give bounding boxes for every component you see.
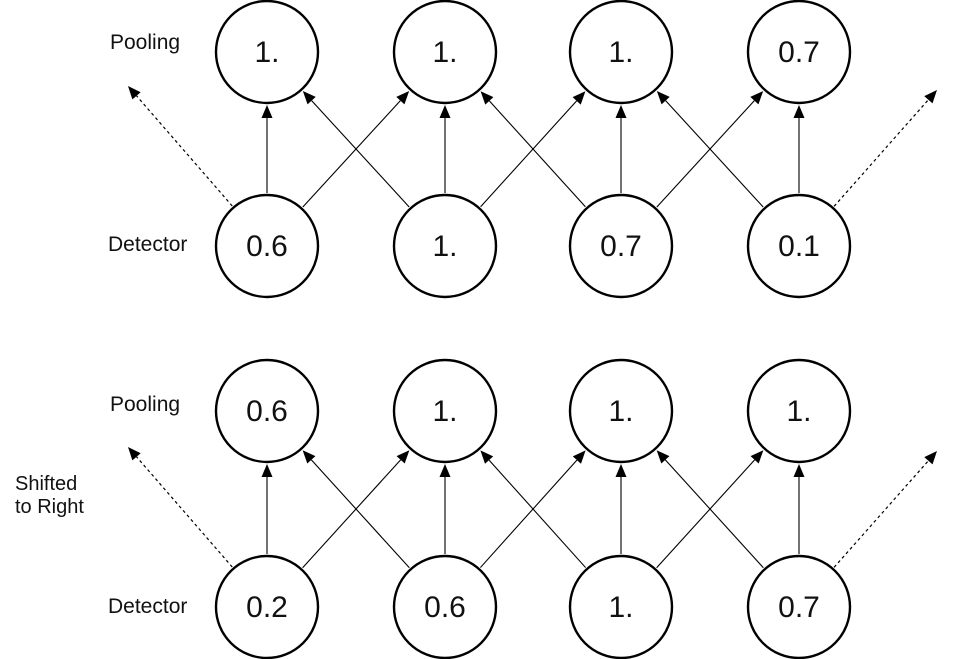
detector-node-circle bbox=[214, 554, 320, 659]
pooling-node-value: 1. bbox=[608, 395, 633, 428]
pooling-node-circle bbox=[392, 358, 498, 464]
pooling-node-value: 1. bbox=[432, 36, 457, 69]
detector-row-label-top: Detector bbox=[108, 233, 187, 256]
detector2-to-pooling2-arrow-head bbox=[615, 105, 627, 118]
detector1-to-pooling2-arrow-head bbox=[572, 450, 586, 464]
shifted-label-line1: Shifted bbox=[15, 473, 77, 495]
detector-node-circle bbox=[568, 193, 674, 299]
detector-node-value: 0.1 bbox=[778, 230, 820, 263]
pooling-node-value: 1. bbox=[786, 395, 811, 428]
detector2-to-pooling1-arrow-line bbox=[488, 459, 586, 568]
detector-node-circle bbox=[746, 554, 852, 659]
pooling-node: 1. bbox=[392, 358, 498, 464]
detector2-to-pooling3-arrow-line bbox=[656, 100, 755, 208]
diagram-shifted-to-right: 0.6 1. 1. 1. 0.2 0.6 1. 0.7 bbox=[128, 358, 937, 659]
offscreen-left-dashed-arrow-head bbox=[128, 86, 141, 100]
detector0-to-pooling1-arrow-head bbox=[396, 450, 410, 464]
shifted-label-line2: to Right bbox=[15, 496, 84, 518]
detector0-to-pooling1-arrow-line bbox=[302, 100, 401, 208]
detector-node-value: 1. bbox=[432, 230, 457, 263]
detector-node: 0.7 bbox=[746, 554, 852, 659]
detector-row-label-bottom: Detector bbox=[108, 595, 187, 618]
static-labels: Pooling Detector Pooling Detector Shifte… bbox=[15, 31, 187, 618]
pooling-node: 0.7 bbox=[746, 0, 852, 105]
detector0-to-pooling0-arrow-head bbox=[261, 105, 273, 118]
offscreen-left-dashed-arrow-head bbox=[128, 447, 141, 461]
detector0-to-pooling1-arrow-line bbox=[302, 459, 402, 569]
offscreen-right-dashed-arrow-line bbox=[833, 99, 929, 207]
detector2-to-pooling3-arrow-head bbox=[750, 91, 764, 105]
pooling-node-circle bbox=[568, 0, 674, 105]
pooling-node-circle bbox=[214, 0, 320, 105]
offscreen-right-dashed-arrow-head bbox=[924, 451, 937, 465]
detector-node-value: 0.6 bbox=[424, 591, 466, 624]
detector-node-circle bbox=[392, 193, 498, 299]
pooling-node: 1. bbox=[568, 0, 674, 105]
detector-node-circle bbox=[392, 554, 498, 659]
detector1-to-pooling2-arrow-head bbox=[572, 91, 586, 105]
pooling-node: 1. bbox=[392, 0, 498, 105]
detector0-to-pooling1-arrow-head bbox=[396, 91, 410, 105]
diagram-original: 1. 1. 1. 0.7 0.6 1. 0.7 0.1 bbox=[128, 0, 937, 299]
pooling-node: 1. bbox=[746, 358, 852, 464]
pooling-node-circle bbox=[392, 0, 498, 105]
pooling-node: 1. bbox=[568, 358, 674, 464]
detector2-to-pooling1-arrow-head bbox=[480, 91, 494, 105]
detector-node-circle bbox=[746, 193, 852, 299]
detector-node-value: 0.6 bbox=[246, 230, 288, 263]
pooling-node-circle bbox=[214, 358, 320, 464]
detector1-to-pooling1-arrow-head bbox=[439, 105, 451, 118]
detector2-to-pooling3-arrow-head bbox=[750, 450, 764, 464]
detector2-to-pooling1-arrow-line bbox=[488, 100, 586, 208]
detector-node: 1. bbox=[392, 193, 498, 299]
detector1-to-pooling0-arrow-line bbox=[310, 459, 410, 569]
detector3-to-pooling3-arrow-head bbox=[793, 464, 805, 477]
detector-node: 0.6 bbox=[214, 193, 320, 299]
detector2-to-pooling3-arrow-line bbox=[656, 459, 756, 569]
pooling-node: 1. bbox=[214, 0, 320, 105]
detector-node: 0.7 bbox=[568, 193, 674, 299]
detector-node-value: 0.2 bbox=[246, 591, 288, 624]
detector-node: 1. bbox=[568, 554, 674, 659]
detector1-to-pooling2-arrow-line bbox=[480, 459, 578, 568]
detector3-to-pooling2-arrow-head bbox=[656, 91, 670, 105]
pooling-node-circle bbox=[746, 358, 852, 464]
pooling-node-circle bbox=[746, 0, 852, 105]
detector0-to-pooling0-arrow-head bbox=[261, 464, 273, 477]
detector-node: 0.2 bbox=[214, 554, 320, 659]
pooling-node-value: 0.7 bbox=[778, 36, 820, 69]
pooling-node: 0.6 bbox=[214, 358, 320, 464]
detector3-to-pooling2-arrow-line bbox=[664, 459, 764, 569]
pooling-node-value: 1. bbox=[608, 36, 633, 69]
pooling-row-label-bottom: Pooling bbox=[110, 393, 180, 416]
detector1-to-pooling1-arrow-head bbox=[439, 464, 451, 477]
detector1-to-pooling0-arrow-line bbox=[311, 100, 410, 208]
detector-node: 0.1 bbox=[746, 193, 852, 299]
pooling-node-value: 1. bbox=[254, 36, 279, 69]
nodes-and-edges: 1. 1. 1. 0.7 0.6 1. 0.7 0.1 0.6 1. 1. 1. 0.2 0.6 1. 0.7 bbox=[128, 0, 937, 659]
detector3-to-pooling2-arrow-head bbox=[656, 450, 670, 464]
pooling-node-circle bbox=[568, 358, 674, 464]
detector-node-circle bbox=[214, 193, 320, 299]
detector-node-circle bbox=[568, 554, 674, 659]
pooling-node-value: 1. bbox=[432, 395, 457, 428]
detector1-to-pooling0-arrow-head bbox=[302, 91, 316, 105]
offscreen-right-dashed-arrow-head bbox=[924, 90, 937, 104]
detector-node: 0.6 bbox=[392, 554, 498, 659]
detector3-to-pooling2-arrow-line bbox=[665, 100, 764, 208]
detector1-to-pooling2-arrow-line bbox=[480, 100, 578, 208]
detector2-to-pooling2-arrow-head bbox=[615, 464, 627, 477]
detector2-to-pooling1-arrow-head bbox=[480, 450, 494, 464]
detector-node-value: 1. bbox=[608, 591, 633, 624]
detector3-to-pooling3-arrow-head bbox=[793, 105, 805, 118]
detector-node-value: 0.7 bbox=[778, 591, 820, 624]
pooling-row-label-top: Pooling bbox=[110, 31, 180, 54]
detector1-to-pooling0-arrow-head bbox=[302, 450, 316, 464]
offscreen-left-dashed-arrow-line bbox=[136, 95, 233, 207]
pooling-node-value: 0.6 bbox=[246, 395, 288, 428]
offscreen-left-dashed-arrow-line bbox=[136, 456, 233, 568]
offscreen-right-dashed-arrow-line bbox=[833, 460, 929, 568]
detector-node-value: 0.7 bbox=[600, 230, 642, 263]
